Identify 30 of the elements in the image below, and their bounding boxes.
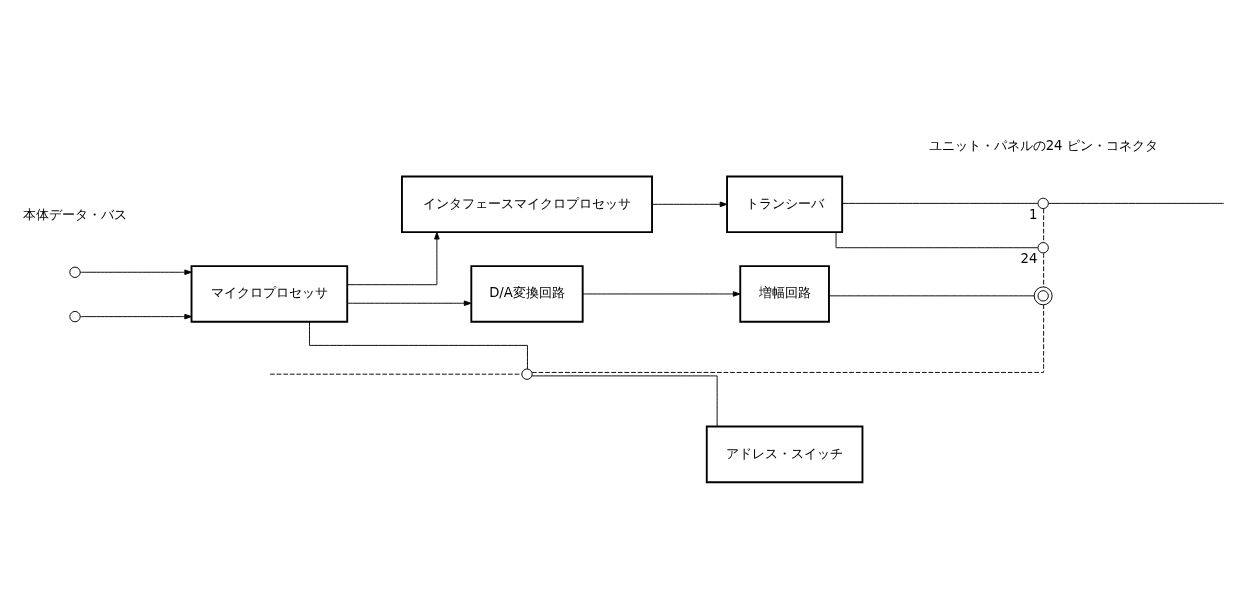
connector (531, 374, 718, 427)
label: ユニット・パネルの24 ピン・コネクタ (928, 137, 1158, 153)
node-box: アドレス・スイッチ (705, 425, 864, 483)
node-box: 増幅回路 (739, 264, 830, 323)
node-circle (1037, 241, 1049, 253)
node-box: D/A変換回路 (470, 264, 584, 323)
label: 本体データ・バス (22, 206, 127, 222)
arrow (79, 268, 192, 275)
node-circle (521, 368, 533, 380)
node-box: マイクロプロセッサ (190, 264, 349, 323)
connector (1047, 202, 1225, 204)
node-circle (1037, 197, 1049, 209)
arrow (582, 290, 741, 297)
arrow (79, 313, 192, 319)
arrow (346, 299, 472, 306)
arrow (651, 201, 728, 207)
node-box: トランシーバ (726, 175, 844, 233)
connector (269, 373, 522, 375)
connector (309, 321, 528, 369)
node-label: 24 (1020, 250, 1038, 266)
node-circle (69, 266, 81, 278)
connector (841, 202, 1039, 204)
node-box: インタフェースマイクロプロセッサ (401, 175, 653, 233)
node-label: 1 (1029, 206, 1038, 222)
connector (828, 294, 1035, 296)
connector (531, 303, 1045, 373)
connector (1043, 252, 1045, 287)
node-circle (69, 310, 81, 322)
connector (1043, 207, 1045, 243)
arrow (346, 231, 440, 285)
